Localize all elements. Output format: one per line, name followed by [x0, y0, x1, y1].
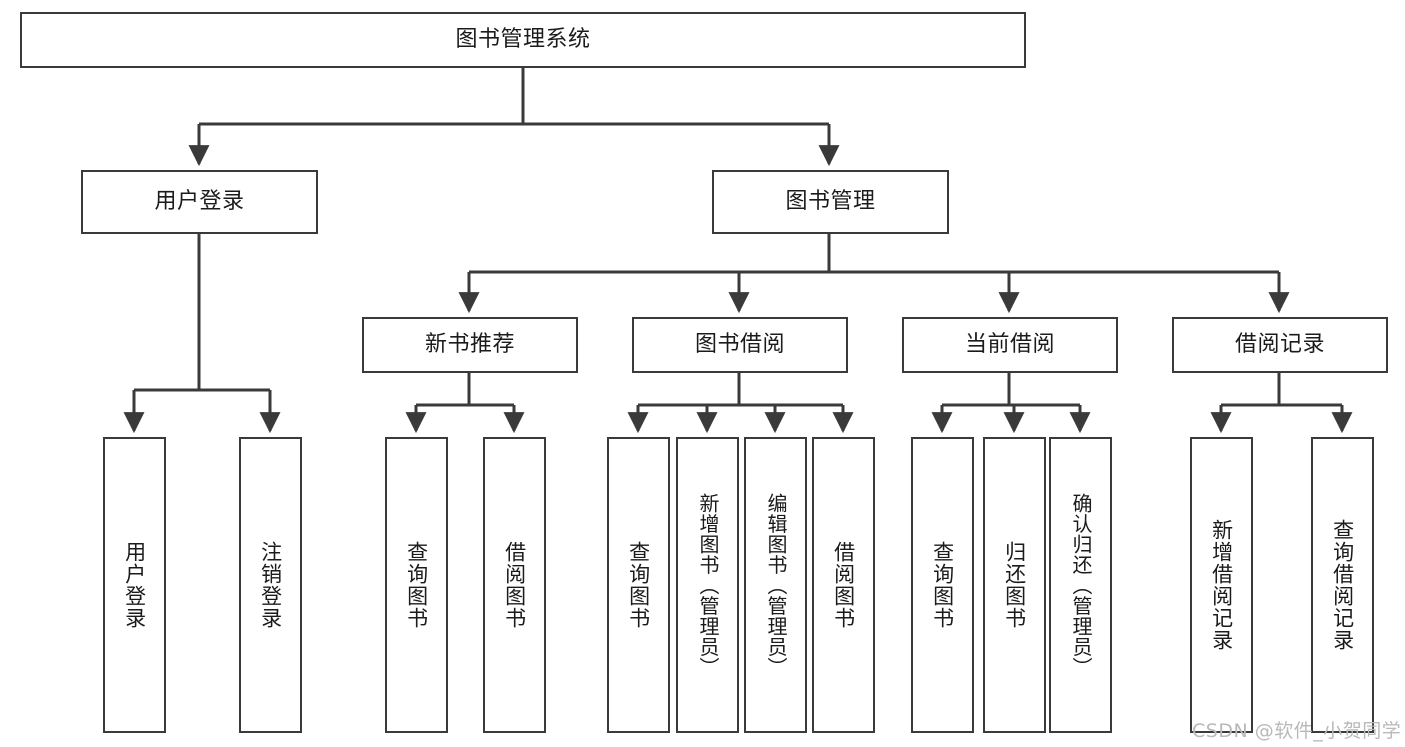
node-current-borrow-label: 当前借阅 [964, 332, 1055, 358]
node-root[interactable]: 图书管理系统 [20, 12, 1026, 68]
node-leaf-rec-query-book-label: 查询图书 [404, 541, 429, 629]
node-leaf-cb-return-book[interactable]: 归还图书 [983, 437, 1046, 733]
node-leaf-cb-confirm-return-label: 确认归还（管理员） [1069, 492, 1093, 678]
node-leaf-user-login-label: 用户登录 [122, 541, 147, 629]
node-new-book-rec-label: 新书推荐 [424, 332, 515, 358]
node-user-login[interactable]: 用户登录 [81, 170, 318, 234]
node-leaf-bb-query-book[interactable]: 查询图书 [607, 437, 670, 733]
node-leaf-cb-confirm-return[interactable]: 确认归还（管理员） [1049, 437, 1112, 733]
node-leaf-bb-query-book-label: 查询图书 [626, 541, 651, 629]
node-borrow-record-label: 借阅记录 [1234, 332, 1325, 358]
node-leaf-rec-borrow-book[interactable]: 借阅图书 [483, 437, 546, 733]
node-leaf-bb-borrow-book[interactable]: 借阅图书 [812, 437, 875, 733]
node-leaf-user-logout[interactable]: 注销登录 [239, 437, 302, 733]
node-leaf-br-add-record-label: 新增借阅记录 [1209, 519, 1234, 651]
node-borrow-record[interactable]: 借阅记录 [1172, 317, 1388, 373]
node-leaf-cb-query-book-label: 查询图书 [930, 541, 955, 629]
node-user-login-label: 用户登录 [154, 189, 245, 215]
node-leaf-bb-add-book[interactable]: 新增图书（管理员） [676, 437, 739, 733]
node-leaf-bb-edit-book[interactable]: 编辑图书（管理员） [744, 437, 807, 733]
node-leaf-br-query-record-label: 查询借阅记录 [1330, 519, 1355, 651]
node-leaf-user-login[interactable]: 用户登录 [103, 437, 166, 733]
node-leaf-bb-add-book-label: 新增图书（管理员） [696, 492, 720, 678]
node-leaf-bb-borrow-book-label: 借阅图书 [831, 541, 856, 629]
node-leaf-br-add-record[interactable]: 新增借阅记录 [1190, 437, 1253, 733]
node-book-manage-label: 图书管理 [785, 189, 876, 215]
node-leaf-rec-borrow-book-label: 借阅图书 [502, 541, 527, 629]
node-leaf-br-query-record[interactable]: 查询借阅记录 [1311, 437, 1374, 733]
node-leaf-user-logout-label: 注销登录 [258, 541, 283, 629]
node-leaf-cb-return-book-label: 归还图书 [1002, 541, 1027, 629]
node-leaf-cb-query-book[interactable]: 查询图书 [911, 437, 974, 733]
node-leaf-rec-query-book[interactable]: 查询图书 [385, 437, 448, 733]
node-leaf-bb-edit-book-label: 编辑图书（管理员） [764, 492, 788, 678]
node-book-manage[interactable]: 图书管理 [712, 170, 949, 234]
node-book-borrow-label: 图书借阅 [694, 332, 785, 358]
node-book-borrow[interactable]: 图书借阅 [632, 317, 848, 373]
node-new-book-rec[interactable]: 新书推荐 [362, 317, 578, 373]
node-root-label: 图书管理系统 [455, 27, 591, 53]
node-current-borrow[interactable]: 当前借阅 [902, 317, 1118, 373]
